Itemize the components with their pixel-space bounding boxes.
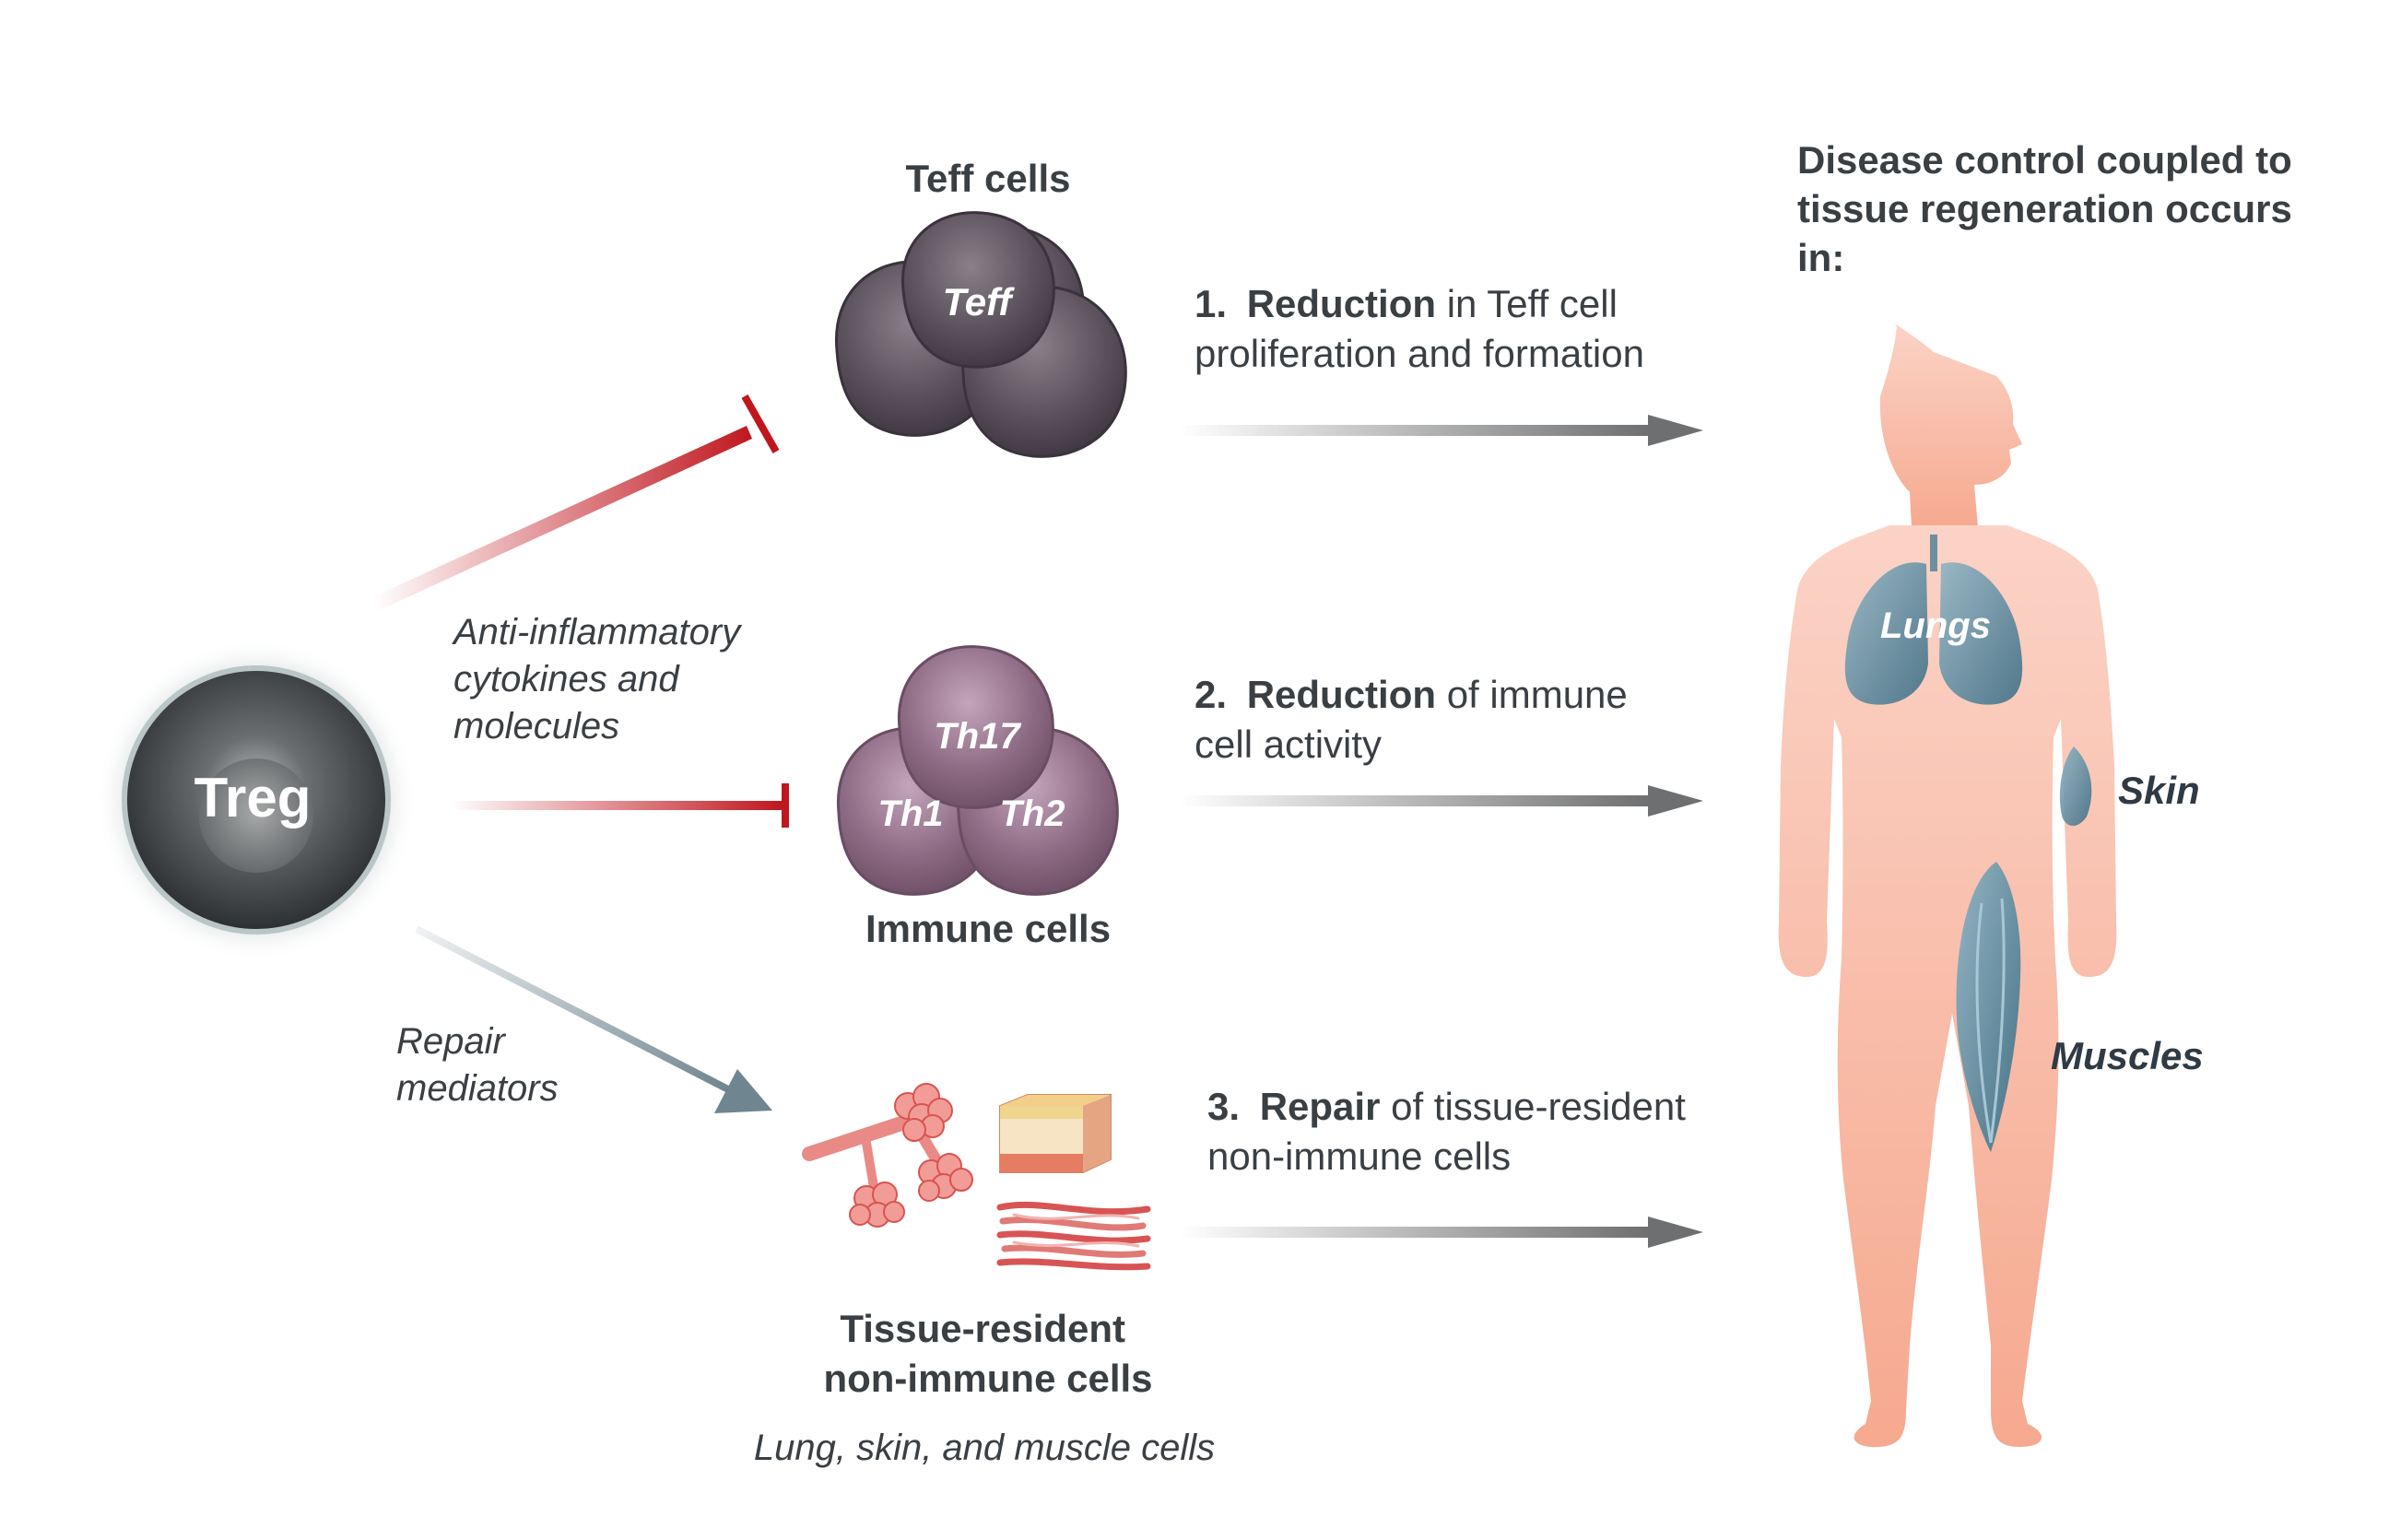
muscle-tissue-illustration	[996, 1201, 1151, 1271]
th17-label: Th17	[934, 716, 1021, 757]
head	[1879, 323, 2022, 527]
step-1-text: 1. Reduction in Teff cell proliferation …	[1194, 282, 1644, 375]
trachea	[1930, 535, 1937, 571]
teff-cell-label: Teff	[943, 280, 1016, 323]
alveoli-right	[918, 1153, 973, 1202]
skin-patch	[2059, 746, 2092, 827]
skin-label: Skin	[2118, 769, 2200, 812]
treg-nucleus	[199, 758, 313, 873]
immune-cell-cluster: Th17 Th1 Th2	[836, 645, 1119, 896]
anti-inflammatory-label: Anti-inflammatory cytokines and molecule…	[452, 612, 750, 746]
repair-mediators-label: Repair mediators	[396, 1021, 559, 1109]
torso-and-limbs	[1778, 525, 2117, 1448]
alveoli-top	[894, 1083, 953, 1142]
step-1-arrow	[1180, 415, 1703, 446]
step-2-text: 2. Reduction of immune cell activity	[1194, 673, 1638, 766]
th2-label: Th2	[999, 794, 1065, 834]
teff-cells-heading: Teff cells	[906, 157, 1071, 200]
teff-cell-cluster: Teff	[834, 211, 1127, 458]
treg-cell: Treg	[95, 639, 418, 961]
repair-arrow-head	[714, 1069, 772, 1113]
inhibit-teff-bar	[741, 394, 780, 453]
inhibit-immune-shaft	[450, 801, 782, 810]
treg-label: Treg	[194, 767, 312, 829]
inhibit-teff-line	[372, 394, 780, 610]
teff-cell-top	[900, 211, 1055, 369]
tissue-subtitle: Lung, skin, and muscle cells	[754, 1428, 1215, 1468]
human-body-silhouette: Lungs	[1778, 323, 2117, 1448]
right-lung	[1939, 562, 2023, 705]
step-3-text: 3. Repair of tissue-resident non-immune …	[1207, 1085, 1697, 1178]
th1-label: Th1	[877, 794, 943, 834]
immune-cells-heading: Immune cells	[865, 907, 1111, 950]
alveoli-bottom	[849, 1181, 905, 1228]
inhibit-teff-shaft	[372, 426, 752, 610]
left-lung	[1844, 562, 1928, 705]
repair-arrow-shaft	[415, 925, 730, 1093]
skin-tissue-illustration	[999, 1094, 1112, 1173]
lungs-label: Lungs	[1880, 605, 1991, 646]
inhibit-immune-line	[450, 783, 789, 828]
immune-cell-th17	[897, 645, 1054, 809]
muscles-label: Muscles	[2051, 1034, 2204, 1077]
outcome-heading: Disease control coupled to tissue regene…	[1797, 138, 2303, 279]
step-3-arrow	[1180, 1217, 1703, 1248]
tissue-resident-heading: Tissue-resident non-immune cells	[823, 1307, 1152, 1400]
repair-arrow	[415, 925, 772, 1113]
step-2-arrow	[1180, 785, 1703, 817]
lung-tissue-illustration	[802, 1083, 973, 1228]
